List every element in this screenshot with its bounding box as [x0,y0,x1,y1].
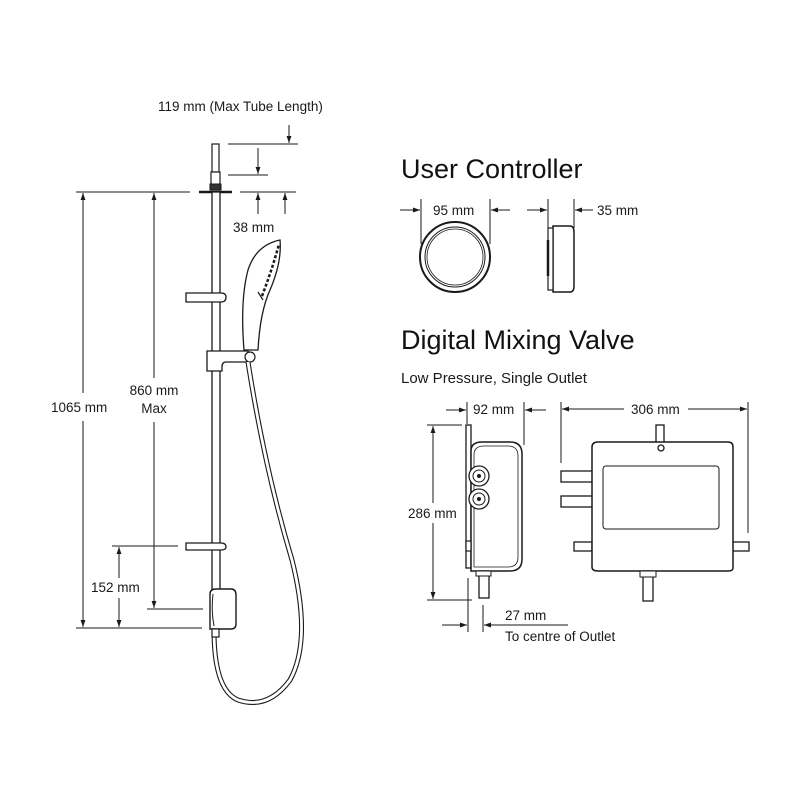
wall-outlet-elbow-icon [209,588,237,630]
valve-inlet-pipe-bottom [560,495,594,508]
valve-height-label: 286 mm [408,506,457,521]
inlet-center [477,474,481,478]
max-tube-length-label: 119 mm (Max Tube Length) [158,99,323,114]
overall-height-label: 1065 mm [51,400,108,415]
valve-top-lug [655,424,665,444]
mixing-valve-title: Digital Mixing Valve [401,325,635,355]
slide-travel-label: 860 mm [129,383,179,398]
handset-button [257,291,264,301]
controller-width-label: 95 mm [433,203,475,218]
controller-side-view [552,225,575,293]
valve-left-lug [573,541,593,552]
outlet-collar [639,570,657,578]
upper-soap-dish-icon [185,292,227,303]
riser-rail [211,191,221,595]
slider-bracket [206,350,251,372]
valve-front-body [591,441,734,572]
wall-flange-cap [209,183,222,191]
valve-screw [657,444,665,452]
inlet-ring [472,469,486,483]
slide-travel-sub-label: Max [141,401,167,416]
outlet-stub [211,628,220,638]
user-controller-title: User Controller [401,154,583,184]
hose-inner [212,361,303,704]
lower-soap-dish-icon [185,542,227,551]
top-tube [211,143,220,173]
bottom-offset-label: 152 mm [91,580,140,595]
valve-side-inner [473,445,519,568]
outlet-offset-note: To centre of Outlet [505,629,616,644]
outlet-collar [475,570,492,577]
handset-face [260,243,281,297]
valve-width-label: 306 mm [631,402,680,417]
valve-inlet-pipe-top [560,470,594,483]
slider-knob [244,351,256,363]
valve-side-clip [465,540,472,552]
inlet-center [477,497,481,501]
valve-front-drawing [560,402,750,602]
mixing-valve-subtitle: Low Pressure, Single Outlet [401,370,587,387]
controller-front-outer [419,221,491,293]
user-controller-drawing [400,199,593,293]
controller-front-inner [426,228,484,286]
tube-collar [210,171,221,186]
shower-kit-drawing [76,125,304,705]
valve-front-panel [602,465,720,530]
valve-depth-label: 92 mm [473,402,515,417]
wall-gap-label: 38 mm [233,220,275,235]
controller-depth-label: 35 mm [597,203,639,218]
inlet-ring [472,492,486,506]
outlet-shade [211,593,215,627]
outlet-offset-label: 27 mm [505,608,547,623]
valve-side-drawing [427,402,568,632]
controller-front-ring [424,226,486,288]
